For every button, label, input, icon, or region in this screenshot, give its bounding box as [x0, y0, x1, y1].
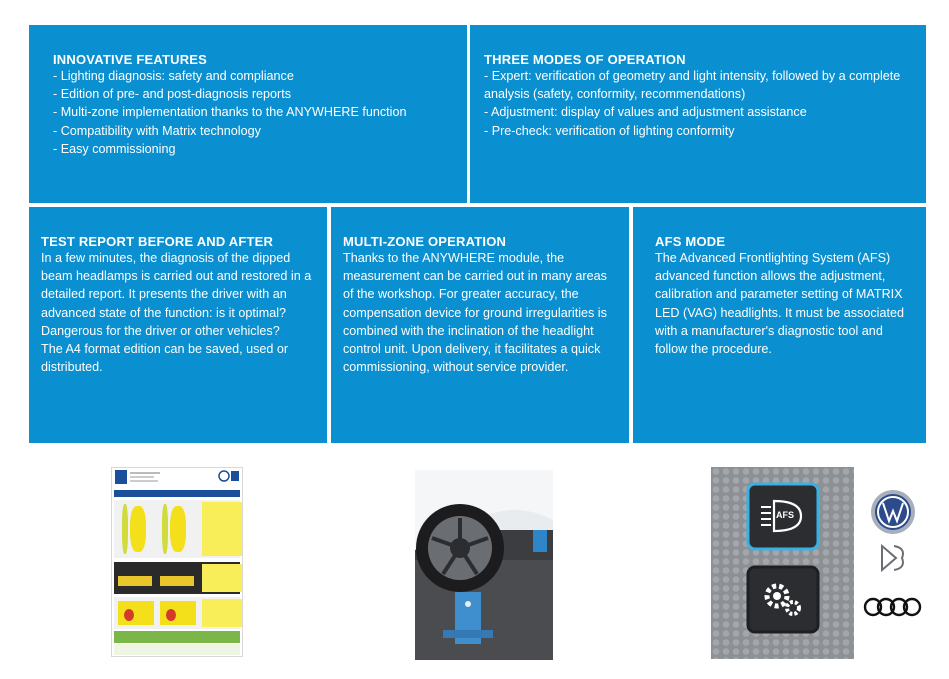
ds-logo [881, 543, 904, 573]
afs-screen-image: AFS [711, 467, 854, 659]
features-panel: INNOVATIVE FEATURES - Lighting diagnosis… [29, 25, 467, 203]
multizone-title: MULTI-ZONE OPERATION [343, 234, 507, 249]
report-row [114, 500, 242, 558]
list-item: - Adjustment: display of values and adju… [484, 105, 807, 120]
list-item: - Lighting diagnosis: safety and complia… [53, 69, 294, 83]
features-title: INNOVATIVE FEATURES [53, 52, 208, 67]
modes-list: - Expert: verification of geometry and l… [484, 67, 914, 140]
features-list: - Lighting diagnosis: safety and complia… [53, 67, 457, 158]
afs-button[interactable]: AFS [753, 489, 813, 544]
modes-title: THREE MODES OF OPERATION [484, 52, 686, 67]
test-report-text: The A4 format edition can be saved, used… [41, 342, 289, 375]
report-row [114, 562, 242, 594]
list-item: - Expert: verification of geometry and l… [484, 69, 901, 102]
volkswagen-logo [871, 490, 915, 534]
report-thumbnail [111, 467, 243, 657]
modes-panel: THREE MODES OF OPERATION - Expert: verif… [470, 25, 926, 203]
settings-button[interactable] [753, 572, 813, 627]
afs-title: AFS MODE [655, 234, 726, 249]
report-row [114, 597, 242, 629]
wheel-photo-image [415, 470, 553, 660]
afs-text: The Advanced Frontlighting System (AFS) … [655, 251, 904, 357]
list-item: - Multi-zone implementation thanks to th… [53, 105, 407, 120]
report-title-bar [114, 490, 240, 497]
test-report-text: In a few minutes, the diagnosis of the d… [41, 251, 312, 338]
afs-screen-graphic [711, 467, 854, 659]
wheel-device-photo [415, 470, 553, 660]
report-header [112, 468, 242, 488]
list-item: - Edition of pre- and post-diagnosis rep… [53, 87, 292, 102]
multizone-text: Thanks to the ANYWHERE module, the measu… [343, 251, 607, 375]
gears-icon [764, 583, 801, 616]
test-report-title: TEST REPORT BEFORE AND AFTER [41, 234, 274, 249]
report-footer [114, 644, 240, 655]
brand-logo-set [863, 490, 922, 617]
peugeot-logo [115, 470, 239, 484]
brand-logos [862, 486, 924, 636]
list-item: - Compatibility with Matrix technology [53, 123, 261, 138]
multizone-panel: MULTI-ZONE OPERATION Thanks to the ANYWH… [331, 207, 629, 443]
afs-button-label: AFS [776, 510, 794, 520]
report-result-bar [114, 631, 240, 643]
test-report-panel: TEST REPORT BEFORE AND AFTER In a few mi… [29, 207, 327, 443]
afs-panel: AFS MODE The Advanced Frontlighting Syst… [633, 207, 926, 443]
audi-rings-logo [863, 597, 922, 617]
headlight-afs-icon [761, 499, 803, 533]
list-item: - Pre-check: verification of lighting co… [484, 123, 735, 138]
list-item: - Easy commissioning [53, 141, 176, 156]
